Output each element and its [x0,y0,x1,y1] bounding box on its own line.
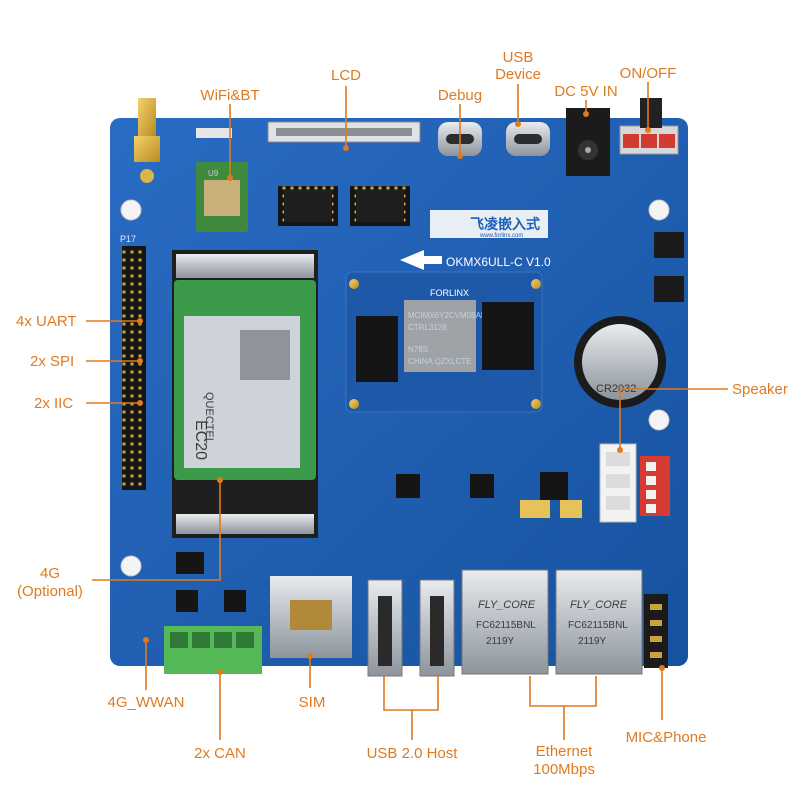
coin-battery: CR2032 [574,316,666,408]
eth1-brand: FLY_CORE [478,599,536,611]
label-spi: 2x SPI [30,353,74,370]
brand-logo: 飞凌嵌入式 www.forlinx.com OKMX6ULL-C V1.0 [400,210,551,270]
speaker-connector [599,443,637,523]
eth1-part: FC62115BNL [476,620,536,631]
dc-jack [566,108,610,176]
power-switch [619,98,679,155]
annotation-lines [86,82,728,740]
top-chips [278,186,410,226]
label-uart: 4x UART [16,313,77,330]
wifi-module-label: U9 [208,169,219,178]
module-model: EC20 [192,420,209,460]
cpu-line-3: N78S [408,345,428,354]
label-ethernet-2: 100Mbps [533,761,595,778]
lcd-connector [267,121,421,143]
som-brand: FORLINX [430,288,469,298]
fpc-small [196,128,232,138]
brand-cn: 飞凌嵌入式 [470,216,540,232]
dip-switch [640,456,670,516]
usb-host-ports [367,579,455,677]
label-4g-wwan: 4G_WWAN [108,694,185,711]
can-terminal [164,626,262,674]
cpu-line-1: MCIMX6Y2CVM08AB [408,311,486,320]
label-usb-device-1: USB [503,49,534,66]
eth2-part: FC62115BNL [568,620,628,631]
label-mic-phone: MIC&Phone [626,729,707,746]
label-speaker: Speaker [732,381,788,398]
sim-slot [270,576,352,658]
header-label: P17 [120,234,136,244]
ethernet-port-2: FLY_CORE FC62115BNL 2119Y [555,569,643,675]
eth1-date: 2119Y [486,636,515,647]
label-can: 2x CAN [194,745,246,762]
ethernet-port-1: FLY_CORE FC62115BNL 2119Y [461,569,549,675]
annotation-labels: WiFi&BT LCD Debug USB Device DC 5V IN ON… [16,49,788,778]
label-usb-host: USB 2.0 Host [367,745,459,762]
module-brand: QUECTEL [203,392,215,444]
audio-jack [644,594,668,668]
label-wifi-bt: WiFi&BT [200,87,259,104]
usb-device-port [506,122,550,156]
gpio-header: P17 [120,234,146,490]
cpu-line-4: CHINA QZXLCTE [408,357,472,366]
antenna-connector [134,98,160,183]
label-ethernet-1: Ethernet [536,743,594,760]
battery-text: CR2032 [596,383,636,395]
label-lcd: LCD [331,67,361,84]
eth2-date: 2119Y [578,636,607,647]
label-on-off: ON/OFF [620,65,677,82]
tactile-buttons [654,232,684,302]
brand-url: www.forlinx.com [479,233,523,239]
som-core-board: FORLINX MCIMX6Y2CVM08AB CTRL3128 N78S CH… [345,271,543,413]
4g-module: QUECTEL EC20 [174,280,316,480]
label-usb-device-2: Device [495,66,541,83]
cpu-line-2: CTRL3128 [408,323,447,332]
label-iic: 2x IIC [34,395,73,412]
label-sim: SIM [299,694,326,711]
eth2-brand: FLY_CORE [570,599,628,611]
label-4g-1: 4G [40,565,60,582]
label-dc-in: DC 5V IN [554,83,617,100]
misc-chips [176,472,582,612]
label-4g-2: (Optional) [17,583,83,600]
wifi-bt-module: U9 [196,162,248,232]
mounting-holes [120,199,670,577]
label-debug: Debug [438,87,482,104]
board-model: OKMX6ULL-C V1.0 [446,255,551,269]
